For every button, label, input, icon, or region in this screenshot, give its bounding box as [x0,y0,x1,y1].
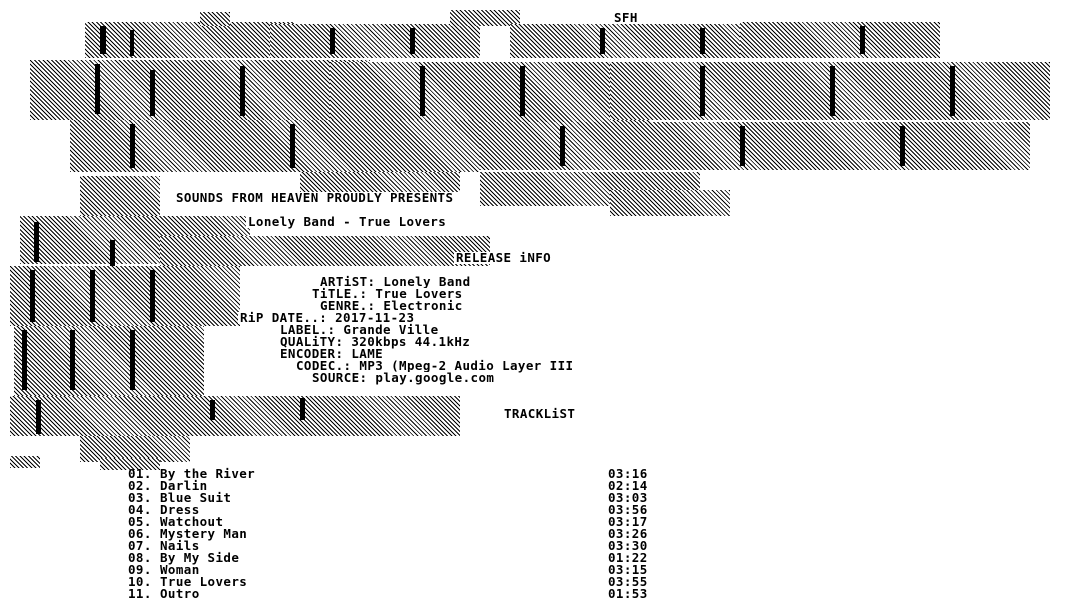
group-tag: SFH [612,10,640,25]
field-artist: ARTiST: Lonely Band [318,274,473,289]
field-encoder: ENCODER: LAME [278,346,386,361]
field-label: LABEL.: Grande Ville [278,322,441,337]
field-codec: CODEC.: MP3 (Mpeg-2 Audio Layer III [294,358,576,373]
release-title: Lonely Band - True Lovers [246,214,449,229]
field-genre: GENRE.: Electronic [318,298,465,313]
field-source: SOURCE: play.google.com [310,370,497,385]
field-rip-date: RiP DATE..: 2017-11-23 [238,310,417,325]
field-title: TiTLE.: True Lovers [310,286,465,301]
tracklist-heading: TRACKLiST [502,406,578,421]
presents-line: SOUNDS FROM HEAVEN PROUDLY PRESENTS [174,190,456,205]
field-quality: QUALiTY: 320kbps 44.1kHz [278,334,473,349]
release-info-heading: RELEASE iNFO [454,250,554,265]
